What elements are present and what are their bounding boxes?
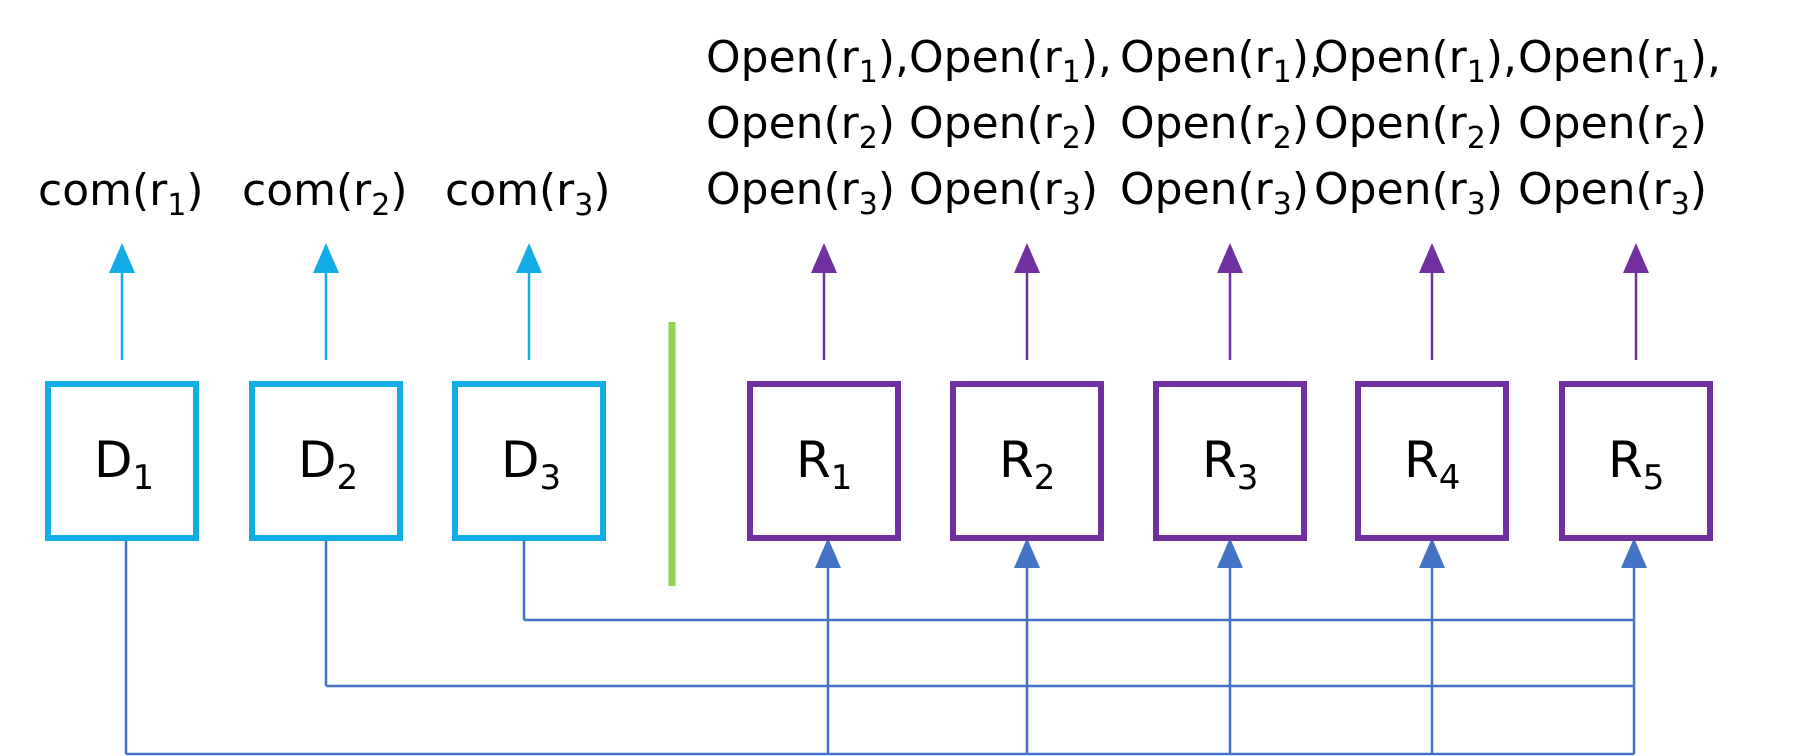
- receiver-arrowhead: [811, 243, 837, 273]
- dealer-box: [452, 381, 606, 541]
- receiver-arrowhead: [1623, 243, 1649, 273]
- receiver-input-arrowhead: [815, 538, 841, 568]
- dealer-arrowhead: [109, 243, 135, 273]
- receiver-label: R5: [1608, 431, 1664, 498]
- receiver-arrowhead: [1419, 243, 1445, 273]
- dealer-2: D2 com(r2): [242, 165, 408, 541]
- receiver-box: [1559, 381, 1713, 541]
- receiver-label: R1: [796, 431, 852, 498]
- receiver-open-line-1: Open(r1),: [1120, 32, 1323, 90]
- dealer-label: D3: [501, 431, 561, 498]
- receiver-input-arrowhead: [1419, 538, 1445, 568]
- receiver-2: R2 Open(r1), Open(r2) Open(r3): [909, 32, 1112, 541]
- receiver-box: [747, 381, 901, 541]
- wire-layer: [124, 538, 1647, 756]
- receiver-box: [950, 381, 1104, 541]
- receiver-input-arrowhead: [1217, 538, 1243, 568]
- receiver-open-line-3: Open(r3): [706, 164, 895, 222]
- receiver-open-line-3: Open(r3): [909, 164, 1098, 222]
- dealer-1: D1 com(r1): [38, 165, 204, 541]
- dealer-arrowhead: [313, 243, 339, 273]
- receiver-open-line-1: Open(r1),: [706, 32, 909, 90]
- receiver-box: [1355, 381, 1509, 541]
- dealer-arrowhead: [516, 243, 542, 273]
- receiver-4: R4 Open(r1), Open(r2) Open(r3): [1314, 32, 1517, 541]
- receiver-open-line-2: Open(r2): [1120, 98, 1309, 156]
- receiver-input-arrowhead: [1014, 538, 1040, 568]
- receiver-open-line-1: Open(r1),: [1518, 32, 1721, 90]
- receiver-label: R3: [1202, 431, 1258, 498]
- receiver-open-line-1: Open(r1),: [1314, 32, 1517, 90]
- receiver-open-line-1: Open(r1),: [909, 32, 1112, 90]
- dealer-box: [45, 381, 199, 541]
- receiver-open-line-2: Open(r2): [1314, 98, 1503, 156]
- receiver-1: R1 Open(r1), Open(r2) Open(r3): [706, 32, 909, 541]
- dealer-commitment: com(r3): [445, 165, 611, 223]
- dealer-commitment: com(r1): [38, 165, 204, 223]
- dealer-label: D2: [298, 431, 358, 498]
- receiver-arrowhead: [1014, 243, 1040, 273]
- receiver-arrowhead: [1217, 243, 1243, 273]
- receiver-open-line-2: Open(r2): [909, 98, 1098, 156]
- receiver-input-arrowhead: [1621, 538, 1647, 568]
- receiver-5: R5 Open(r1), Open(r2) Open(r3): [1518, 32, 1721, 541]
- dealer-3: D3 com(r3): [445, 165, 611, 541]
- receiver-label: R2: [999, 431, 1055, 498]
- dealer-commitment: com(r2): [242, 165, 408, 223]
- receiver-3: R3 Open(r1), Open(r2) Open(r3): [1120, 32, 1323, 541]
- receiver-open-line-2: Open(r2): [706, 98, 895, 156]
- receiver-group: R1 Open(r1), Open(r2) Open(r3) R2 Open(r…: [706, 32, 1721, 541]
- receiver-open-line-3: Open(r3): [1314, 164, 1503, 222]
- receiver-box: [1153, 381, 1307, 541]
- receiver-label: R4: [1404, 431, 1460, 498]
- receiver-open-line-2: Open(r2): [1518, 98, 1707, 156]
- dealer-group: D1 com(r1) D2 com(r2) D3 com: [38, 165, 611, 541]
- receiver-open-line-3: Open(r3): [1518, 164, 1707, 222]
- dealer-label: D1: [94, 431, 154, 498]
- dealer-box: [249, 381, 403, 541]
- receiver-open-line-3: Open(r3): [1120, 164, 1309, 222]
